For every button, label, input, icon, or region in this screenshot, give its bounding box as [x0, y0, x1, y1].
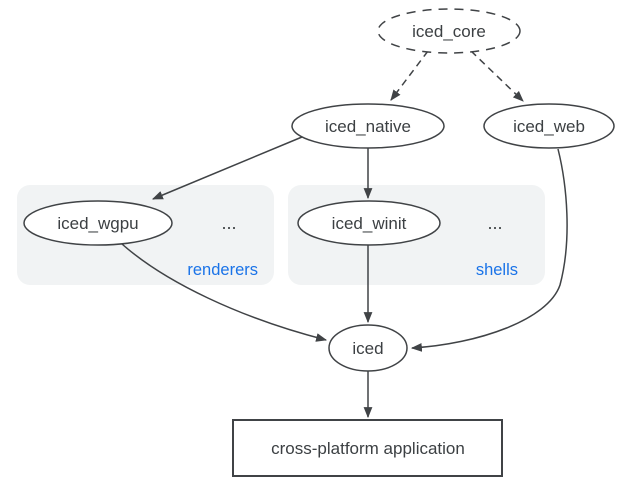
edge-iced_core-to-iced_web — [470, 50, 524, 102]
iced-label: iced — [352, 339, 383, 358]
renderers-ellipsis: ... — [221, 213, 236, 233]
iced_winit-ellipse — [297, 200, 441, 246]
app-rectangle — [232, 419, 503, 477]
node-iced_core: iced_core — [377, 8, 521, 54]
iced_native-ellipse — [291, 103, 445, 149]
iced_web-label: iced_web — [513, 117, 585, 136]
iced_web-ellipse — [483, 103, 615, 149]
edge-iced_web-to-iced — [410, 148, 568, 352]
app-label: cross-platform application — [271, 439, 465, 458]
iced_core-label: iced_core — [412, 22, 486, 41]
node-iced_native: iced_native — [291, 103, 445, 149]
shells-group-label: shells — [476, 261, 518, 279]
iced-ellipse — [328, 324, 408, 372]
edge-iced_core-to-iced_native — [390, 50, 429, 101]
node-iced: iced — [328, 324, 408, 372]
node-iced_web: iced_web — [483, 103, 615, 149]
renderers-group-label: renderers — [187, 261, 258, 279]
iced_wgpu-label: iced_wgpu — [57, 214, 138, 233]
node-iced_wgpu: iced_wgpu — [23, 200, 173, 246]
shells-ellipsis: ... — [487, 213, 502, 233]
node-iced_winit: iced_winit — [297, 200, 441, 246]
edge-iced_native-to-iced_wgpu — [151, 136, 303, 200]
edge-iced_wgpu-to-iced — [121, 243, 328, 342]
iced_native-label: iced_native — [325, 117, 411, 136]
iced_wgpu-ellipse — [23, 200, 173, 246]
iced_core-ellipse — [377, 8, 521, 54]
node-app: cross-platform application — [232, 419, 503, 477]
iced_winit-label: iced_winit — [332, 214, 407, 233]
